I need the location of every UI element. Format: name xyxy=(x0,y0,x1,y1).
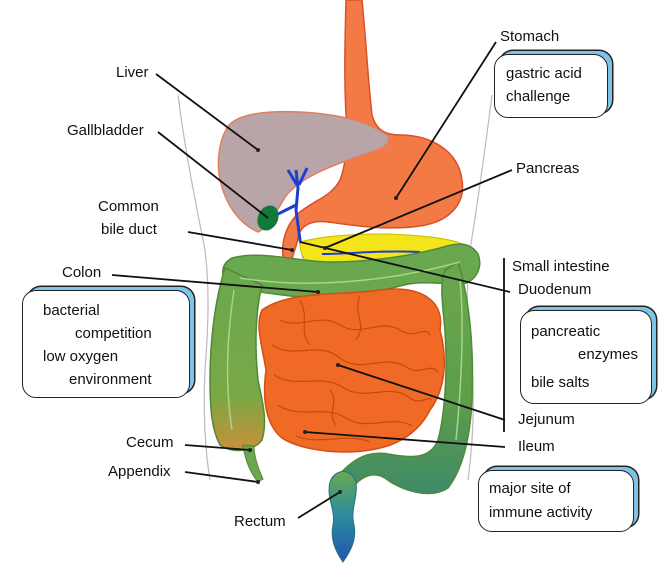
small-intestine-shape xyxy=(259,289,444,452)
colon-callout-line2: competition xyxy=(75,323,152,345)
cecum-label: Cecum xyxy=(126,434,174,452)
rectum-callout: major site of immune activity xyxy=(478,470,634,532)
common-bile-duct-label-line1: Common xyxy=(98,198,159,216)
rectum-callout-line2: immune activity xyxy=(489,502,592,524)
gallbladder-label: Gallbladder xyxy=(67,122,144,140)
colon-label: Colon xyxy=(62,264,101,282)
colon-callout-line1: bacterial xyxy=(43,300,100,322)
small-intestine-callout-line2: enzymes xyxy=(578,344,638,366)
liver-label: Liver xyxy=(116,64,149,82)
colon-callout-line3: low oxygen xyxy=(43,346,118,368)
small-intestine-callout-line1: pancreatic xyxy=(531,321,600,343)
colon-callout: bacterial competition low oxygen environ… xyxy=(22,290,190,398)
small-intestine-label: Small intestine xyxy=(512,258,610,276)
small-intestine-callout: pancreatic enzymes bile salts xyxy=(520,310,652,404)
colon-callout-line4: environment xyxy=(69,369,152,391)
common-bile-duct-label-line2: bile duct xyxy=(101,221,157,239)
pancreas-label: Pancreas xyxy=(516,160,579,178)
jejunum-label: Jejunum xyxy=(518,411,575,429)
stomach-callout-line1: gastric acid xyxy=(506,63,582,85)
ileum-label: Ileum xyxy=(518,438,555,456)
small-intestine-callout-line3: bile salts xyxy=(531,372,589,394)
stomach-callout: gastric acid challenge xyxy=(494,54,608,118)
appendix-label: Appendix xyxy=(108,463,171,481)
stomach-callout-line2: challenge xyxy=(506,86,570,108)
stomach-label: Stomach xyxy=(500,28,559,46)
duodenum-label: Duodenum xyxy=(518,281,591,299)
rectum-callout-line1: major site of xyxy=(489,478,571,500)
rectum-label: Rectum xyxy=(234,513,286,531)
